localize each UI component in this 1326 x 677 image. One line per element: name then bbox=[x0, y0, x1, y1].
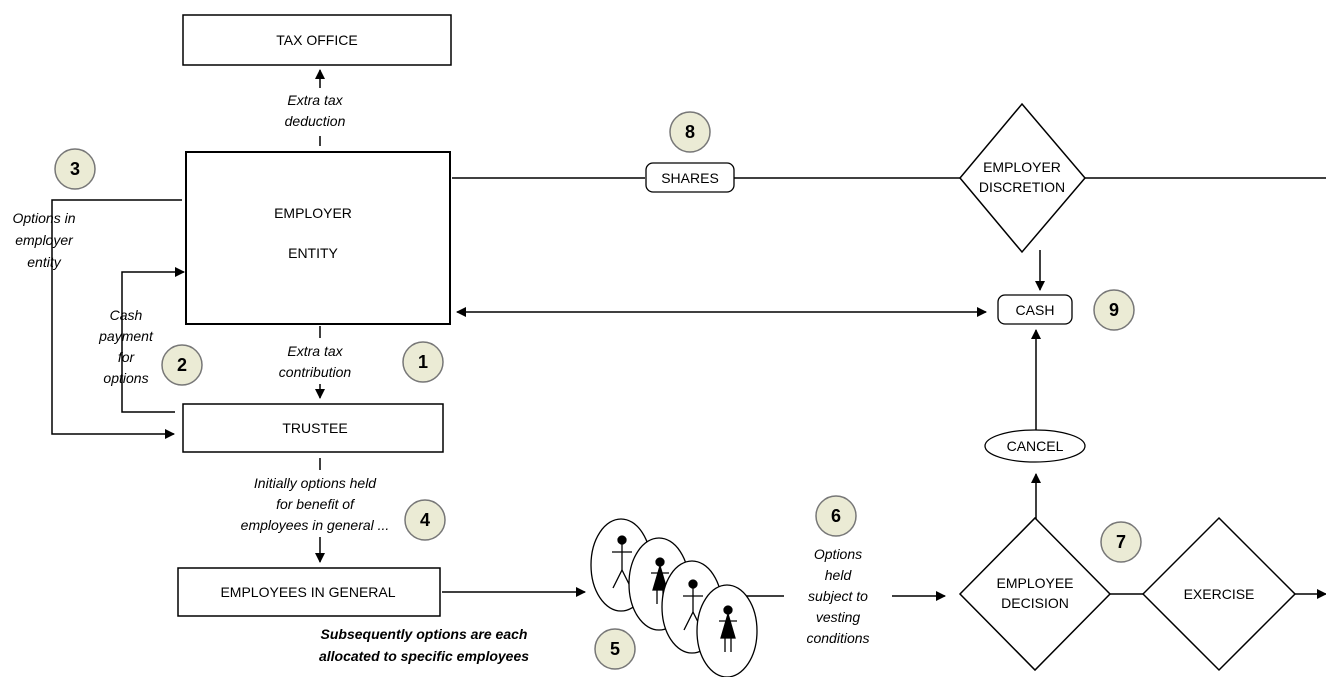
subsequently-line1: Subsequently options are each bbox=[321, 626, 528, 642]
exercise-diamond: EXERCISE bbox=[1141, 516, 1297, 672]
initially-options-line2: for benefit of bbox=[276, 496, 356, 512]
employer-entity-label-line1: EMPLOYER bbox=[274, 205, 352, 221]
extra-tax-contribution-line2: contribution bbox=[279, 364, 352, 380]
note-subsequently-options-allocated: Subsequently options are each allocated … bbox=[319, 626, 529, 664]
tax-office-box: TAX OFFICE bbox=[182, 14, 452, 66]
note-options-in-employer-entity: Options in employer entity bbox=[12, 210, 75, 270]
step-number-8: 8 bbox=[685, 122, 695, 142]
step-badge-9: 9 bbox=[1093, 289, 1135, 331]
shares-label: SHARES bbox=[661, 170, 719, 186]
step-number-9: 9 bbox=[1109, 300, 1119, 320]
employer-entity-label-line2: ENTITY bbox=[288, 245, 338, 261]
extra-tax-deduction-line2: deduction bbox=[285, 113, 346, 129]
exercise-label: EXERCISE bbox=[1184, 586, 1255, 602]
step-number-2: 2 bbox=[177, 355, 187, 375]
employer-discretion-diamond: EMPLOYER DISCRETION bbox=[959, 102, 1086, 254]
cash-pill: CASH bbox=[997, 294, 1073, 325]
employer-entity-box: EMPLOYER ENTITY bbox=[185, 151, 451, 325]
step-badge-1: 1 bbox=[402, 341, 444, 383]
tax-office-label: TAX OFFICE bbox=[276, 32, 357, 48]
note-cash-payment-for-options: Cash payment for options bbox=[98, 307, 154, 386]
step-number-6: 6 bbox=[831, 506, 841, 526]
options-in-employer-line3: entity bbox=[27, 254, 61, 270]
initially-options-line3: employees in general ... bbox=[241, 517, 390, 533]
cash-payment-line1: Cash bbox=[110, 307, 143, 323]
employer-discretion-line1: EMPLOYER bbox=[983, 159, 1061, 175]
step-number-3: 3 bbox=[70, 159, 80, 179]
extra-tax-deduction-line1: Extra tax bbox=[287, 92, 343, 108]
vesting-line5: conditions bbox=[806, 630, 869, 646]
vesting-line2: held bbox=[825, 567, 853, 583]
step-badge-7: 7 bbox=[1100, 521, 1142, 563]
step-number-4: 4 bbox=[420, 510, 430, 530]
options-in-employer-line1: Options in bbox=[12, 210, 75, 226]
shares-pill: SHARES bbox=[645, 162, 735, 193]
step-number-7: 7 bbox=[1116, 532, 1126, 552]
note-extra-tax-deduction: Extra tax deduction bbox=[285, 92, 346, 129]
step-badge-2: 2 bbox=[161, 344, 203, 386]
note-extra-tax-contribution: Extra tax contribution bbox=[279, 343, 352, 380]
trustee-box: TRUSTEE bbox=[182, 403, 444, 453]
subsequently-line2: allocated to specific employees bbox=[319, 648, 529, 664]
cash-payment-line3: for bbox=[118, 349, 136, 365]
female-employee-icon bbox=[696, 584, 758, 677]
step-number-5: 5 bbox=[610, 639, 620, 659]
step-badge-8: 8 bbox=[669, 111, 711, 153]
step-badge-5: 5 bbox=[594, 628, 636, 670]
options-in-employer-line2: employer bbox=[15, 232, 74, 248]
vesting-line1: Options bbox=[814, 546, 862, 562]
employee-decision-line2: DECISION bbox=[1001, 595, 1069, 611]
vesting-line3: subject to bbox=[808, 588, 868, 604]
step-number-1: 1 bbox=[418, 352, 428, 372]
cash-payment-line2: payment bbox=[98, 328, 154, 344]
cash-label: CASH bbox=[1016, 302, 1055, 318]
trustee-label: TRUSTEE bbox=[282, 420, 347, 436]
employees-in-general-label: EMPLOYEES IN GENERAL bbox=[220, 584, 395, 600]
connectors bbox=[51, 69, 1326, 601]
note-options-held-subject-to-vesting: Options held subject to vesting conditio… bbox=[806, 546, 869, 646]
employer-discretion-line2: DISCRETION bbox=[979, 179, 1065, 195]
cancel-pill: CANCEL bbox=[984, 429, 1086, 463]
step-badge-3: 3 bbox=[54, 148, 96, 190]
step-badges: 1 2 3 4 5 6 7 8 bbox=[54, 111, 1142, 670]
extra-tax-contribution-line1: Extra tax bbox=[287, 343, 343, 359]
employee-decision-line1: EMPLOYEE bbox=[996, 575, 1073, 591]
specific-employees-figures bbox=[590, 518, 758, 677]
employees-in-general-box: EMPLOYEES IN GENERAL bbox=[177, 567, 441, 617]
employee-decision-diamond: EMPLOYEE DECISION bbox=[958, 516, 1112, 672]
vesting-line4: vesting bbox=[816, 609, 861, 625]
step-badge-6: 6 bbox=[815, 495, 857, 537]
line-options-loop bbox=[51, 199, 182, 439]
initially-options-line1: Initially options held bbox=[254, 475, 377, 491]
arrow-cash-payment bbox=[121, 267, 185, 413]
step-badge-4: 4 bbox=[404, 499, 446, 541]
cash-payment-line4: options bbox=[103, 370, 148, 386]
note-initially-options-held: Initially options held for benefit of em… bbox=[241, 475, 390, 533]
cancel-label: CANCEL bbox=[1007, 438, 1064, 454]
